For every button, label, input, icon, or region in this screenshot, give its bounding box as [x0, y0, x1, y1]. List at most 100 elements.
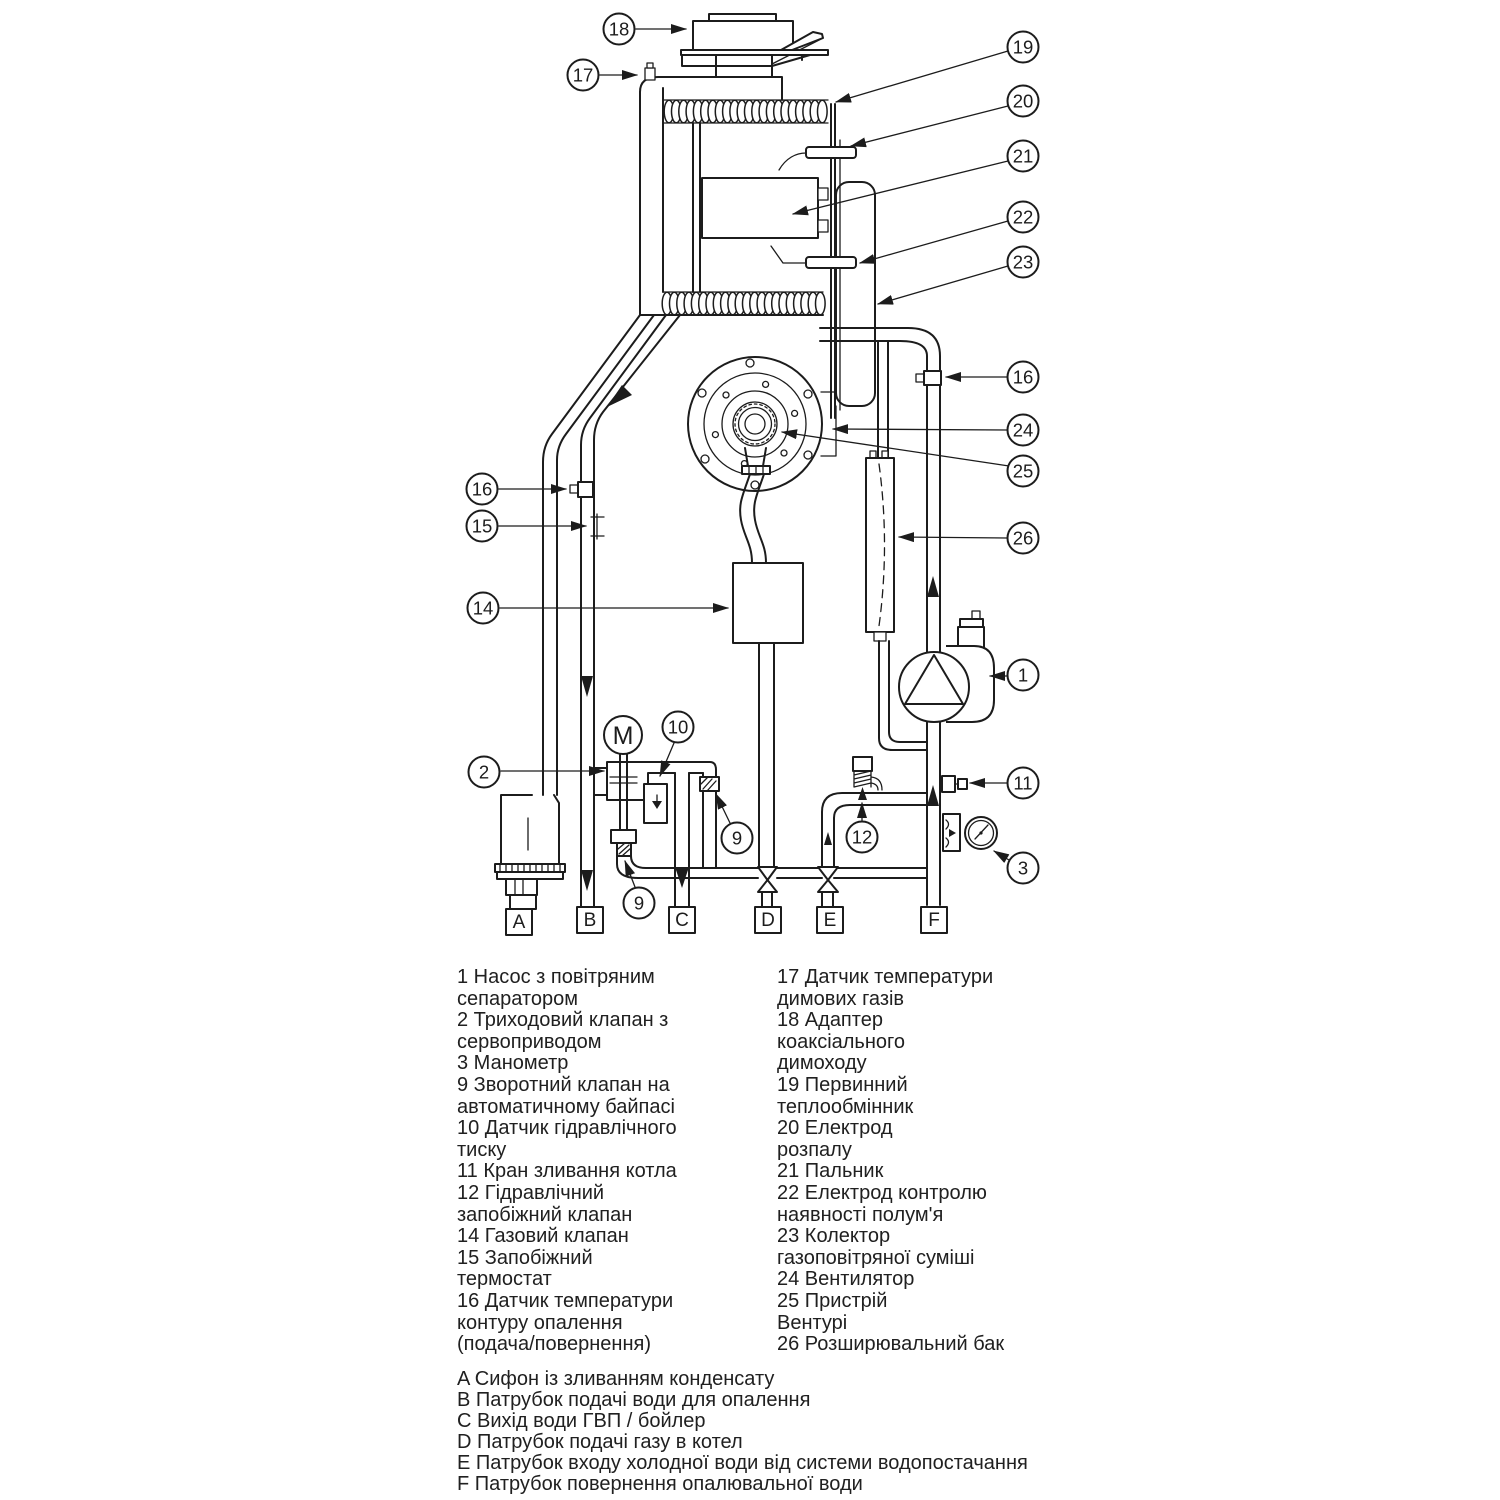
legend-line: 25 Пристрій — [777, 1289, 888, 1312]
legend-line: 23 Колектор — [777, 1225, 891, 1248]
legend-line: автоматичному байпасі — [457, 1095, 675, 1118]
heat-exchanger-coil-top — [663, 99, 828, 124]
legend-line: 16 Датчик температури — [457, 1289, 674, 1312]
callout-19: 19 — [1013, 37, 1034, 58]
port-a: A — [513, 912, 526, 933]
legend-line: сервоприводом — [457, 1030, 602, 1053]
air-separator — [957, 626, 985, 649]
port-d: D — [761, 910, 775, 931]
gas-line — [732, 473, 804, 908]
safety-thermostat — [590, 513, 605, 540]
venturi — [732, 401, 778, 447]
legend-line: Вентурі — [777, 1311, 848, 1334]
return-pipe — [819, 327, 941, 906]
callout-3: 3 — [1018, 858, 1028, 879]
port-e: E — [824, 910, 837, 931]
port-b: B — [584, 910, 597, 931]
callout-24: 24 — [1013, 420, 1034, 441]
flue-gas-sensor — [644, 62, 656, 81]
safety-relief-valve — [852, 756, 883, 800]
callout-16-right: 16 — [1013, 367, 1034, 388]
legend-line: 18 Адаптер — [777, 1009, 883, 1032]
legend-left-column: 1 Насос з повітряним сепаратором 2 Трихо… — [457, 966, 677, 1356]
bottom-pipes — [637, 792, 928, 908]
legend-line: коаксіального — [777, 1030, 905, 1053]
legend-line: 2 Триходовий клапан з — [457, 1009, 669, 1032]
callout-11: 11 — [1013, 773, 1032, 794]
legend-line: тиску — [457, 1138, 507, 1161]
three-way-valve: M — [593, 715, 704, 879]
callout-23: 23 — [1013, 252, 1034, 273]
legend-line: 24 Вентилятор — [777, 1268, 915, 1291]
boiler-diagram: M — [465, 12, 1040, 936]
legend-line: B Патрубок подачі води для опалення — [457, 1389, 811, 1411]
legend-line: 22 Електрод контролю — [777, 1181, 987, 1204]
callout-1: 1 — [1018, 665, 1028, 686]
dhw-pipe-and-bypass — [674, 761, 720, 908]
drain-valve — [941, 775, 968, 793]
legend-line: контуру опалення — [457, 1311, 623, 1334]
flue-adapter — [680, 13, 829, 78]
callout-leaders — [498, 24, 1010, 888]
callout-17: 17 — [573, 65, 594, 86]
legend-line: 26 Розширювальний бак — [777, 1333, 1005, 1356]
legend-line: 1 Насос з повітряним — [457, 966, 655, 988]
legend-line: наявності полум'я — [777, 1203, 944, 1226]
callout-9-upper: 9 — [732, 828, 742, 849]
legend-line: 10 Датчик гідравлічного — [457, 1117, 677, 1140]
legend-line: 21 Пальник — [777, 1160, 884, 1183]
fan — [687, 356, 837, 492]
legend-line: 17 Датчик температури — [777, 966, 994, 988]
legend-line: 14 Газовий клапан — [457, 1225, 629, 1248]
legend-line: (подача/повернення) — [457, 1333, 651, 1356]
legend-line: 9 Зворотний клапан на — [457, 1073, 670, 1096]
legend-line: 12 Гідравлічний — [457, 1181, 605, 1204]
heating-temp-sensor-left — [569, 481, 594, 498]
legend-line: 3 Манометр — [457, 1052, 569, 1075]
callout-21: 21 — [1013, 146, 1034, 167]
gas-shutoff-valve — [757, 866, 778, 893]
legend-line: газоповітряної суміші — [777, 1246, 975, 1269]
legend-line: розпалу — [777, 1138, 852, 1161]
cold-water-valve — [817, 866, 839, 893]
callout-2: 2 — [479, 762, 489, 783]
valve-motor-label: M — [613, 722, 634, 750]
callout-26: 26 — [1013, 528, 1034, 549]
callout-18: 18 — [609, 19, 630, 40]
valve-motor — [603, 715, 643, 755]
callout-10: 10 — [668, 717, 689, 738]
pump — [898, 610, 995, 723]
callout-14: 14 — [473, 598, 494, 619]
legend-line: 11 Кран зливання котла — [457, 1160, 677, 1183]
expansion-tank — [865, 340, 928, 751]
legend-line: D Патрубок подачі газу в котел — [457, 1431, 743, 1453]
port-labels: A B C D E F — [505, 906, 948, 936]
legend-line: димоходу — [777, 1052, 867, 1075]
legend-line: сепаратором — [457, 987, 578, 1010]
legend-line: 20 Електрод — [777, 1117, 893, 1140]
heat-exchanger-coil-bottom — [661, 291, 826, 316]
condensate-siphon — [494, 794, 566, 910]
gas-valve — [732, 562, 804, 644]
callout-12: 12 — [852, 827, 873, 848]
callout-25: 25 — [1013, 461, 1034, 482]
legend-line: теплообмінник — [777, 1095, 914, 1118]
legend-line: E Патрубок входу холодної води від систе… — [457, 1452, 1028, 1474]
legend-line: A Сифон із зливанням конденсату — [457, 1368, 775, 1390]
callout-9-lower: 9 — [634, 893, 644, 914]
legend-right-column: 17 Датчик температури димових газів 18 А… — [777, 966, 1005, 1356]
legend-line: термостат — [457, 1268, 552, 1291]
port-f: F — [928, 910, 940, 931]
pressure-sensor — [643, 783, 668, 824]
legend-line: 15 Запобіжний — [457, 1246, 593, 1269]
legend-line: C Вихід води ГВП / бойлер — [457, 1410, 706, 1432]
legend-line: димових газів — [777, 987, 905, 1010]
legend-ports-block: A Сифон із зливанням конденсату B Патруб… — [457, 1369, 1028, 1495]
callout-22: 22 — [1013, 207, 1034, 228]
port-c: C — [675, 910, 689, 931]
callout-16-left: 16 — [472, 479, 493, 500]
callout-20: 20 — [1013, 91, 1034, 112]
legend-line: запобіжний клапан — [457, 1203, 633, 1226]
manometer — [942, 813, 998, 852]
